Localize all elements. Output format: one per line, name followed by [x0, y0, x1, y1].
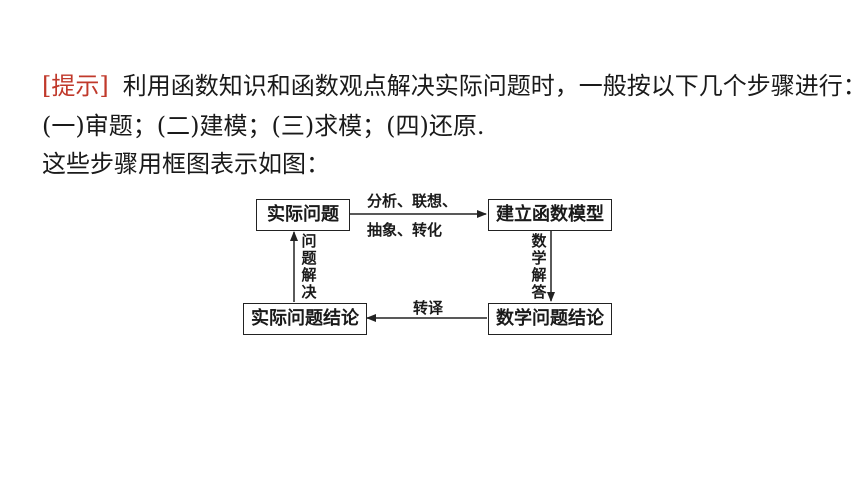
hint-text: 利用函数知识和函数观点解决实际问题时，一般按以下几个步骤进行：: [122, 72, 860, 100]
edge-label-answer: 数学解答: [531, 232, 547, 301]
edge-label-analyze: 分析、联想、: [367, 192, 458, 210]
node-real-conclusion: 实际问题结论: [243, 303, 367, 335]
node-math-model: 建立函数模型: [488, 199, 612, 231]
hint-label: [提示]: [42, 72, 109, 100]
node-real-problem: 实际问题: [256, 199, 350, 231]
steps-line: (一)审题；(二)建模；(三)求模；(四)还原.: [42, 112, 485, 140]
hint-line: [提示] 利用函数知识和函数观点解决实际问题时，一般按以下几个步骤进行：: [42, 70, 860, 102]
edge-label-solve: 问题解决: [301, 232, 317, 301]
edge-label-translate: 转译: [413, 299, 444, 317]
diagram-intro: 这些步骤用框图表示如图：: [42, 150, 330, 178]
edge-label-abstract: 抽象、转化: [367, 221, 443, 239]
node-math-conclusion: 数学问题结论: [488, 303, 612, 335]
